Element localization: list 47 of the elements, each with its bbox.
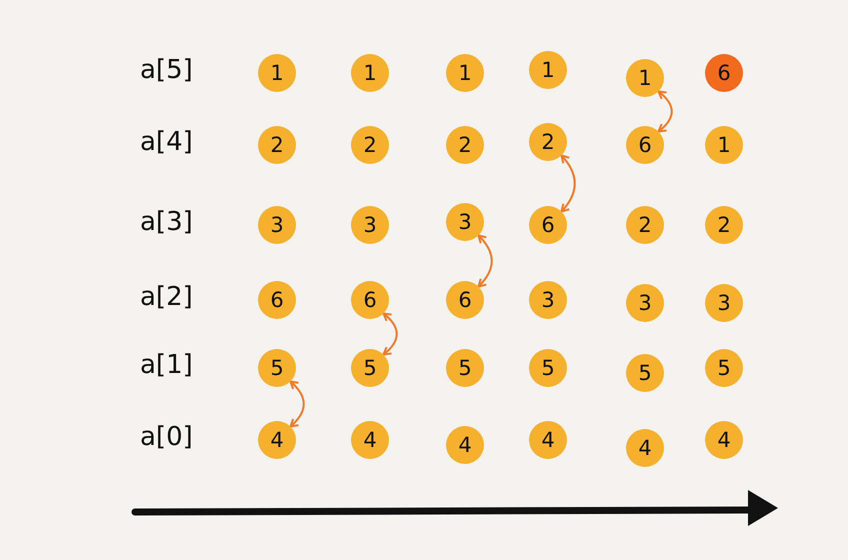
number-circle: 3 [705, 284, 743, 322]
number-circle: 3 [446, 203, 484, 241]
number-circle: 3 [626, 284, 664, 322]
number-circle: 6 [446, 281, 484, 319]
array-index-label: a[4] [140, 127, 194, 157]
number-circle: 2 [705, 206, 743, 244]
number-circle: 4 [705, 421, 743, 459]
number-circle: 5 [446, 349, 484, 387]
number-circle: 2 [258, 126, 296, 164]
number-circle: 5 [351, 349, 389, 387]
array-index-label: a[0] [140, 422, 194, 452]
array-index-label: a[3] [140, 207, 194, 237]
number-circle: 4 [626, 429, 664, 467]
number-circle: 1 [626, 59, 664, 97]
array-index-label: a[1] [140, 350, 194, 380]
number-circle: 2 [351, 126, 389, 164]
number-circle: 1 [351, 54, 389, 92]
swap-arrow [477, 234, 493, 288]
number-circle: 5 [258, 349, 296, 387]
number-circle: 1 [258, 54, 296, 92]
array-index-label: a[2] [140, 282, 194, 312]
number-circle: 6 [529, 206, 567, 244]
number-circle: 4 [258, 421, 296, 459]
number-circle: 4 [351, 421, 389, 459]
number-circle: 2 [626, 206, 664, 244]
swap-arrow [560, 154, 576, 213]
number-circle: 6 [351, 281, 389, 319]
number-circle: 1 [446, 54, 484, 92]
number-circle: 1 [705, 126, 743, 164]
number-circle: 6 [258, 281, 296, 319]
number-circle: 4 [446, 426, 484, 464]
number-circle: 2 [529, 123, 567, 161]
number-circle: 5 [529, 349, 567, 387]
number-circle: 3 [351, 206, 389, 244]
number-circle: 5 [705, 349, 743, 387]
swap-arrow [382, 312, 398, 356]
number-circle: 5 [626, 354, 664, 392]
swap-arrow [657, 90, 673, 133]
number-circle: 1 [529, 51, 567, 89]
number-circle: 2 [446, 126, 484, 164]
number-circle: 3 [529, 281, 567, 319]
number-circle: 4 [529, 421, 567, 459]
number-circle: 6 [705, 54, 743, 92]
swap-arrow [289, 380, 305, 428]
number-circle: 6 [626, 126, 664, 164]
array-index-label: a[5] [140, 55, 194, 85]
number-circle: 3 [258, 206, 296, 244]
